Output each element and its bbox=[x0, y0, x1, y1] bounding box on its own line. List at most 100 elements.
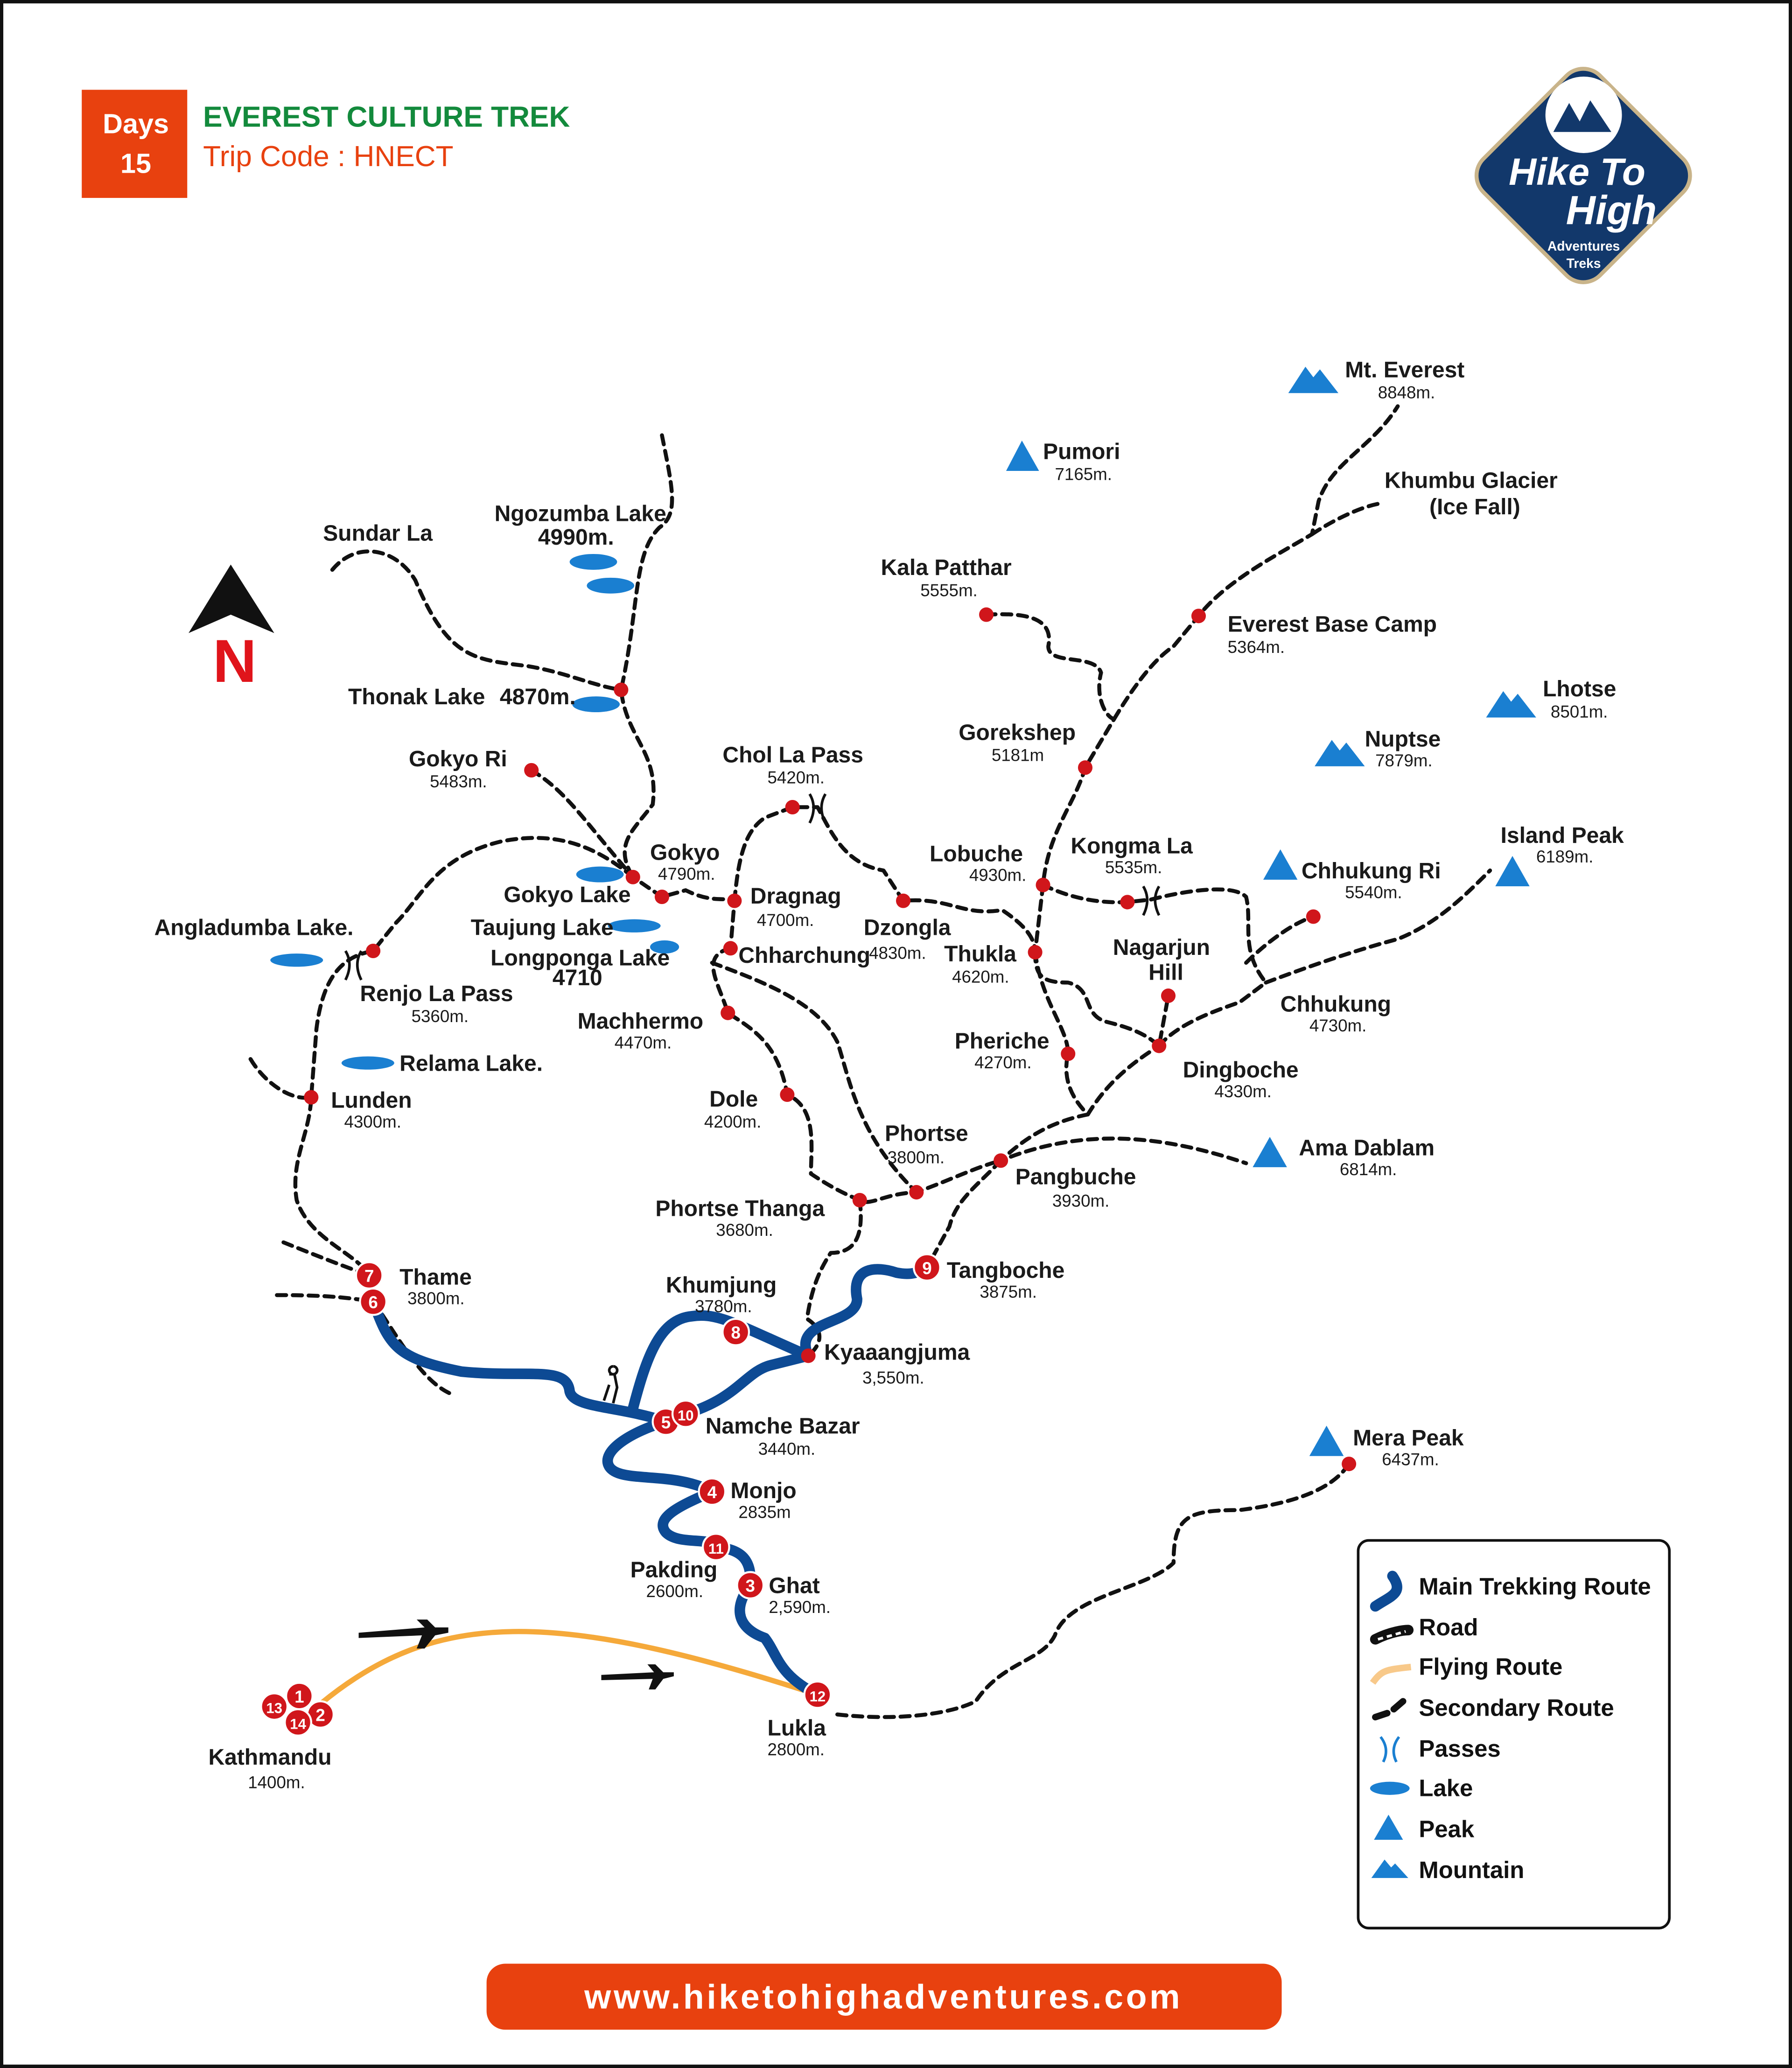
label-ebc: Everest Base Camp bbox=[1228, 612, 1437, 637]
legend-main-route: Main Trekking Route bbox=[1419, 1573, 1651, 1599]
label-longponga: Longponga Lake bbox=[490, 946, 670, 971]
label-lunden: Lunden bbox=[331, 1088, 412, 1113]
label-lhotse: Lhotse bbox=[1543, 677, 1616, 701]
lake-icon bbox=[341, 1056, 394, 1070]
waypoint-dot bbox=[780, 1087, 795, 1102]
label-thame: Thame bbox=[399, 1265, 472, 1290]
label-dragnag: Dragnag bbox=[750, 884, 841, 909]
label-ngozumba: Ngozumba Lake bbox=[495, 501, 666, 526]
waypoint-dot bbox=[994, 1153, 1008, 1168]
mountain-icon-nuptse bbox=[1315, 740, 1365, 766]
waypoint-dot bbox=[1191, 609, 1206, 624]
elev-thame: 3800m. bbox=[407, 1289, 464, 1308]
day-marker-number: 11 bbox=[708, 1541, 724, 1557]
label-machhermo: Machhermo bbox=[578, 1009, 703, 1034]
label-phortse: Phortse bbox=[885, 1121, 968, 1146]
secondary-routes bbox=[248, 404, 1492, 1719]
elev-dingboche: 4330m. bbox=[1214, 1082, 1271, 1101]
day-marker-number: 12 bbox=[810, 1688, 826, 1704]
header: Days 15 EVEREST CULTURE TREK Trip Code :… bbox=[82, 90, 570, 198]
waypoint-dot bbox=[909, 1185, 924, 1200]
label-chhukung-ri: Chhukung Ri bbox=[1302, 859, 1441, 883]
label-chola: Chol La Pass bbox=[722, 743, 863, 767]
lake-icon bbox=[270, 953, 323, 967]
waypoint-dot bbox=[654, 890, 669, 904]
peak-icon bbox=[1374, 1815, 1403, 1840]
trip-code: Trip Code : HNECT bbox=[203, 140, 454, 173]
elev-chhukung-ri: 5540m. bbox=[1345, 883, 1402, 902]
elev-khumjung: 3780m. bbox=[695, 1297, 752, 1316]
day-marker-number: 4 bbox=[707, 1483, 717, 1502]
road-icon bbox=[1370, 1625, 1414, 1645]
label-pumori: Pumori bbox=[1043, 440, 1120, 464]
north-arrow-icon bbox=[189, 564, 274, 633]
elev-phortse-thanga: 3680m. bbox=[716, 1220, 773, 1240]
label-monjo: Monjo bbox=[730, 1479, 796, 1503]
waypoint-dot bbox=[1152, 1038, 1167, 1053]
waypoint-dot bbox=[852, 1192, 867, 1208]
pass-icon bbox=[1379, 1736, 1400, 1763]
lake-icon bbox=[576, 866, 624, 883]
day-marker-8: 8 bbox=[721, 1318, 750, 1346]
day-marker-number: 14 bbox=[290, 1716, 306, 1732]
label-nagarjun: Nagarjun bbox=[1113, 935, 1210, 960]
peak-icon-ama-dablam bbox=[1253, 1136, 1287, 1167]
elev-lunden: 4300m. bbox=[344, 1112, 401, 1131]
legend-peak: Peak bbox=[1419, 1816, 1474, 1842]
airplane-icon bbox=[358, 1619, 448, 1649]
day-marker-14: 14 bbox=[284, 1708, 312, 1737]
label-lobuche: Lobuche bbox=[930, 841, 1023, 866]
lake-icon bbox=[1370, 1781, 1410, 1795]
footer-url-banner[interactable]: www.hiketohighadventures.com bbox=[486, 1963, 1282, 2030]
label-everest: Mt. Everest bbox=[1345, 358, 1464, 382]
main-route-icon bbox=[1370, 1570, 1402, 1612]
waypoint-dot bbox=[1078, 760, 1093, 775]
waypoint-dot bbox=[1161, 988, 1176, 1003]
north-label: N bbox=[213, 627, 257, 695]
day-marker-number: 13 bbox=[266, 1700, 282, 1717]
label-dole: Dole bbox=[709, 1087, 758, 1112]
waypoint-dot bbox=[896, 893, 911, 908]
label-nagarjun-sub: Hill bbox=[1148, 960, 1183, 985]
waypoint-dot bbox=[801, 1348, 816, 1363]
days-value: 15 bbox=[120, 147, 151, 179]
waypoint-dot bbox=[721, 1005, 735, 1020]
label-gokyo: Gokyo bbox=[650, 841, 720, 865]
day-marker-6: 6 bbox=[359, 1287, 388, 1316]
legend-road: Road bbox=[1419, 1614, 1478, 1640]
label-angladumba: Angladumba Lake. bbox=[154, 916, 354, 940]
label-pakding: Pakding bbox=[630, 1558, 718, 1583]
waypoint-dot bbox=[723, 941, 738, 956]
mountain-icon-everest bbox=[1288, 366, 1338, 393]
label-ghat: Ghat bbox=[769, 1574, 819, 1598]
elev-thukla: 4620m. bbox=[952, 967, 1009, 986]
elev-kathmandu: 1400m. bbox=[248, 1773, 305, 1792]
lake-icon bbox=[608, 919, 661, 932]
label-khumjung: Khumjung bbox=[666, 1273, 777, 1297]
elev-dzongla: 4830m. bbox=[869, 943, 926, 962]
day-marker-11: 11 bbox=[701, 1533, 730, 1562]
main-trekking-route bbox=[368, 1262, 932, 1700]
peak-icon-island-peak bbox=[1495, 856, 1530, 887]
label-gorekshep: Gorekshep bbox=[959, 720, 1076, 745]
elev-chola: 5420m. bbox=[768, 768, 825, 787]
waypoint-dot bbox=[1120, 895, 1135, 910]
day-marker-13: 13 bbox=[260, 1692, 289, 1721]
label-pangbuche: Pangbuche bbox=[1015, 1165, 1136, 1190]
mountain-icon bbox=[1371, 1859, 1408, 1878]
pass-icon bbox=[808, 793, 827, 824]
waypoint-dot bbox=[727, 893, 742, 908]
elev-namche: 3440m. bbox=[758, 1439, 815, 1458]
waypoint-dot bbox=[1342, 1457, 1357, 1472]
label-dingboche: Dingboche bbox=[1183, 1058, 1299, 1083]
peaks bbox=[1006, 366, 1536, 1456]
lake-icon bbox=[569, 554, 617, 570]
elev-longponga: 4710 bbox=[553, 966, 602, 990]
elev-ama-dablam: 6814m. bbox=[1340, 1160, 1397, 1179]
elev-pakding: 2600m. bbox=[646, 1582, 703, 1601]
website-link[interactable]: www.hiketohighadventures.com bbox=[584, 1977, 1183, 2016]
peak-icon-mera-peak bbox=[1309, 1425, 1344, 1456]
elev-renjo: 5360m. bbox=[412, 1007, 469, 1026]
day-marker-number: 7 bbox=[364, 1267, 374, 1286]
